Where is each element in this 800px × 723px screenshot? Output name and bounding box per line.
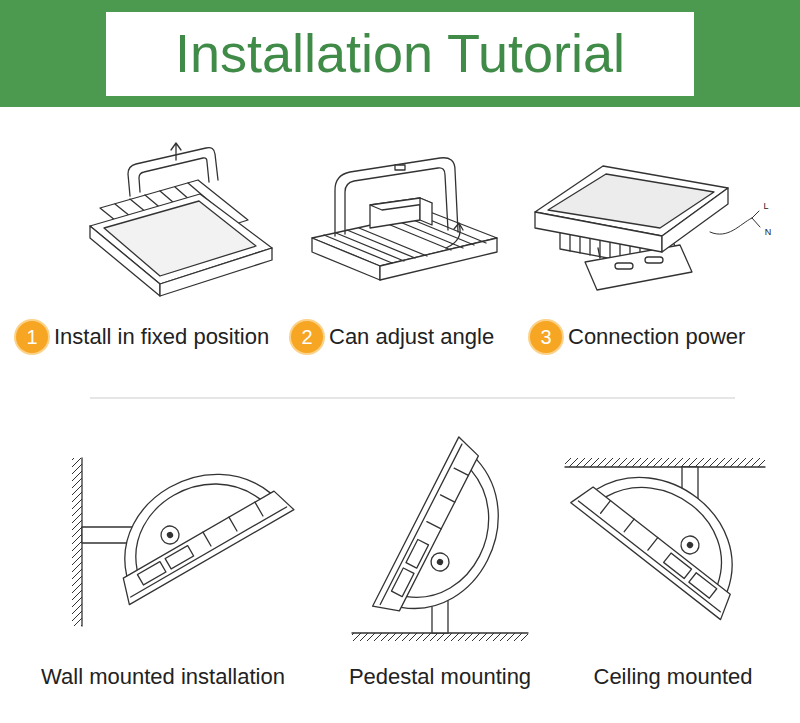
title-box: Installation Tutorial [106, 12, 694, 96]
step-label: Install in fixed position [54, 324, 269, 350]
divider-line [90, 398, 735, 399]
wall-mount-figure [72, 439, 294, 626]
lamp-connection-power [548, 174, 714, 228]
ceiling-mount-figure [565, 458, 765, 467]
lamp-adjust-angle [446, 223, 463, 248]
pedestal-mount-figure [352, 633, 528, 641]
ceiling-mount-figure [565, 466, 765, 467]
lamp-fixed-position [90, 143, 272, 296]
wall-mount-figure [89, 439, 294, 605]
step-item: 1Install in fixed position [16, 321, 269, 353]
lamp-adjust-angle [345, 168, 448, 234]
lamp-connection-power [585, 245, 692, 290]
lamp-adjust-angle [420, 198, 432, 225]
lamp-adjust-angle [312, 158, 497, 280]
lamp-fixed-position [171, 143, 181, 160]
step-number: 2 [291, 321, 323, 353]
step-item: 2Can adjust angle [291, 321, 494, 353]
lamp-connection-power [710, 211, 760, 234]
figure-caption: Wall mounted installation [41, 664, 285, 689]
figure-caption: Ceiling mounted [594, 664, 753, 689]
step-number: 3 [530, 321, 562, 353]
lamp-adjust-angle [335, 158, 458, 236]
wire-label: N [765, 227, 772, 237]
step-number: 1 [16, 321, 48, 353]
wire-label: L [763, 201, 768, 211]
ceiling-mount-figure [565, 438, 771, 619]
figure-caption: Pedestal mounting [349, 664, 531, 689]
lamp-connection-power [535, 166, 760, 290]
ceiling-mount-figure [571, 438, 771, 619]
pedestal-mount-figure [373, 437, 532, 643]
lamp-fixed-position [90, 194, 272, 284]
lamp-fixed-position [104, 201, 256, 276]
pedestal-mount-figure [352, 437, 531, 643]
lamp-adjust-angle [395, 165, 405, 170]
wall-mount-figure [72, 458, 82, 626]
step-item: 3Connection power [530, 321, 745, 353]
title-text: Installation Tutorial [175, 24, 625, 83]
step-label: Can adjust angle [329, 324, 494, 350]
lamp-connection-power [645, 257, 663, 263]
lamp-connection-power [615, 263, 633, 269]
step-label: Connection power [568, 324, 745, 350]
